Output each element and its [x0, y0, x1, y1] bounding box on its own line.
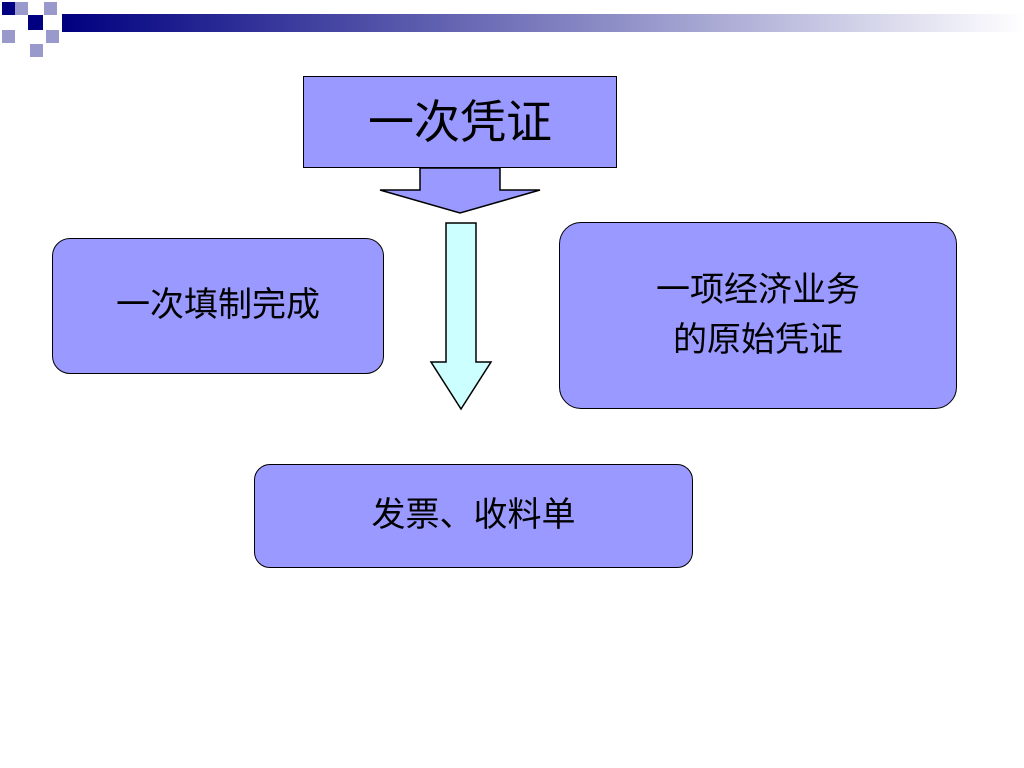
- deco-square-periwinkle-3: [2, 30, 15, 43]
- node-right-label-line1: 一项经济业务: [656, 270, 860, 311]
- node-title: 一次凭证: [303, 76, 617, 168]
- deco-square-periwinkle-2: [44, 2, 57, 15]
- node-right: 一项经济业务 的原始凭证: [559, 222, 957, 409]
- down-arrow-center-icon: [429, 222, 493, 411]
- deco-square-periwinkle-5: [46, 30, 59, 43]
- down-arrow-top-icon: [379, 167, 541, 214]
- deco-square-periwinkle-1: [15, 2, 28, 15]
- node-left: 一次填制完成: [52, 238, 384, 374]
- node-right-label-line2: 的原始凭证: [673, 319, 843, 360]
- deco-square-navy-2: [28, 15, 43, 30]
- header-gradient-bar: [62, 14, 1024, 32]
- deco-square-navy-1: [2, 2, 15, 15]
- deco-square-periwinkle-4: [30, 44, 43, 57]
- slide-header-decoration: [2, 2, 1024, 57]
- node-title-label: 一次凭证: [368, 94, 552, 149]
- node-left-label: 一次填制完成: [116, 285, 320, 326]
- node-bottom: 发票、收料单: [254, 464, 693, 568]
- node-bottom-label: 发票、收料单: [371, 495, 576, 536]
